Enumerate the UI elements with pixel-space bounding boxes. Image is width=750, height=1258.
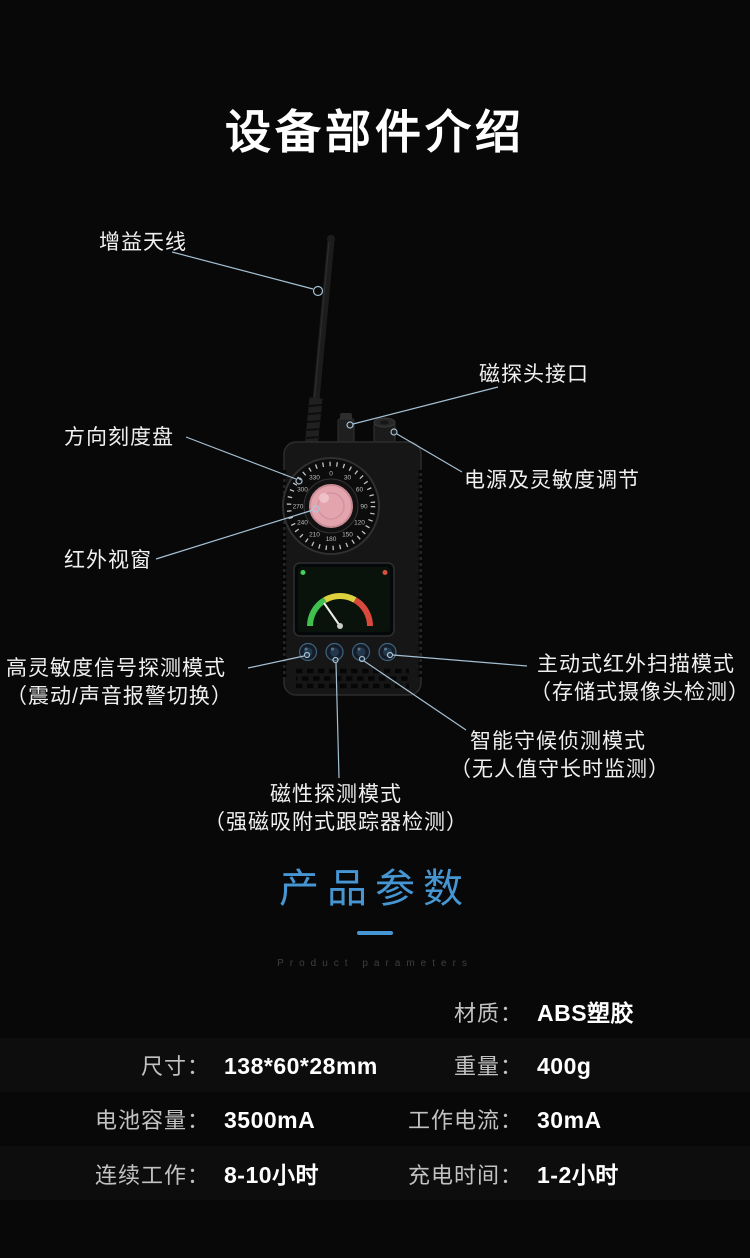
callout-line-magnetic-mode [335, 662, 340, 779]
power-knob [373, 417, 396, 445]
spec-value: 30mA [537, 1107, 602, 1133]
callout-lines [155, 251, 528, 779]
spec-cell-weight: 重量： 400g [375, 1049, 750, 1081]
magnetic-mode-line2: （强磁吸附式跟踪器检测） [204, 811, 468, 834]
gauge-red-arc [353, 597, 374, 627]
dial-number: 330 [309, 475, 320, 482]
spec-cell-material: 材质： ABS塑胶 [375, 994, 750, 1028]
callout-label-ir-scan-mode: 主动式红外扫描模式 （存储式摄像头检测） [530, 651, 750, 707]
screen-green-indicator [300, 570, 306, 575]
callout-marker-antenna [312, 285, 324, 297]
dial-number: 30 [344, 475, 352, 482]
mode-button-1 [298, 642, 318, 662]
mode-button-4 [378, 642, 397, 662]
ir-scan-mode-line1: 主动式红外扫描模式 [537, 653, 735, 676]
callout-label-antenna: 增益天线 [99, 231, 187, 254]
callout-marker-signal-mode [303, 651, 311, 659]
spec-label: 重量： [453, 1054, 523, 1079]
spec-label: 材质： [453, 1001, 523, 1026]
spec-cell-size: 尺寸： 138*60*28mm [0, 1049, 378, 1081]
gauge-green-arc [306, 597, 327, 627]
ir-window [309, 484, 353, 528]
spec-value: 400g [537, 1053, 592, 1079]
spec-cell-worktime: 连续工作： 8-10小时 [0, 1156, 375, 1190]
spec-row-battery-current: 电池容量： 3500mA 工作电流： 30mA [0, 1092, 750, 1146]
spec-row-worktime-charge: 连续工作： 8-10小时 充电时间： 1-2小时 [0, 1146, 750, 1200]
callout-line-signal-mode [247, 655, 305, 669]
callout-line-dial [185, 436, 297, 480]
callout-label-dial: 方向刻度盘 [64, 426, 174, 449]
magnetic-mode-line1: 磁性探测模式 [270, 783, 402, 806]
dial-number: 120 [354, 520, 365, 527]
page-title: 设备部件介绍 [225, 106, 525, 158]
spec-row-size-weight: 尺寸： 138*60*28mm 重量： 400g [0, 1038, 750, 1092]
dial-number: 180 [326, 536, 337, 543]
spec-value: 1-2小时 [537, 1162, 619, 1188]
dial-number: 150 [342, 532, 353, 539]
dial-number: 90 [360, 504, 368, 511]
callout-marker-dial [295, 477, 303, 485]
screen-red-indicator [382, 570, 388, 575]
callout-label-signal-mode: 高灵敏度信号探测模式 （震动/声音报警切换） [6, 655, 233, 711]
detector-device: 0 30 60 90 120 150 180 210 240 270 300 3… [282, 235, 423, 696]
gauge-yellow-arc [323, 593, 357, 603]
spec-value: 138*60*28mm [224, 1053, 378, 1079]
ir-scan-mode-line2: （存储式摄像头检测） [530, 681, 750, 704]
signal-mode-line1: 高灵敏度信号探测模式 [6, 657, 226, 680]
spec-value: ABS塑胶 [537, 1000, 635, 1026]
dial-number: 240 [297, 520, 308, 527]
callout-line-ir-scan-mode [392, 654, 528, 667]
signal-mode-line2: （震动/声音报警切换） [6, 685, 233, 708]
dial-number: 0 [329, 471, 333, 478]
spec-cell-battery: 电池容量： 3500mA [0, 1103, 375, 1135]
callout-label-standby-mode: 智能守候侦测模式 （无人值守长时监测） [450, 728, 670, 784]
spec-label: 尺寸： [140, 1054, 210, 1079]
spec-table: 材质： ABS塑胶 尺寸： 138*60*28mm 重量： 400g 电池容量：… [0, 984, 750, 1200]
callout-label-ir-window: 红外视窗 [64, 549, 152, 572]
dial-number: 300 [297, 487, 308, 494]
params-section-title: 产品参数 [279, 867, 471, 911]
dial-number: 60 [356, 487, 364, 494]
mode-button-3 [351, 642, 371, 662]
dial-number: 210 [309, 532, 320, 539]
params-subtitle: Product parameters [277, 958, 473, 969]
callout-marker-standby-mode [358, 655, 366, 663]
device-illustration: 0 30 60 90 120 150 180 210 240 270 300 3… [155, 235, 528, 779]
spec-cell-current: 工作电流： 30mA [375, 1103, 750, 1135]
callout-label-probe-port: 磁探头接口 [479, 363, 589, 386]
callout-line-power [396, 433, 463, 473]
callout-line-probe-port [352, 386, 499, 425]
spec-label: 电池容量： [94, 1108, 210, 1133]
spec-value: 3500mA [224, 1107, 316, 1133]
callout-marker-power [390, 428, 398, 436]
spec-row-material: 材质： ABS塑胶 [0, 984, 750, 1038]
display-screen [293, 562, 395, 637]
callout-marker-ir-scan-mode [386, 651, 394, 659]
standby-mode-line1: 智能守候侦测模式 [470, 730, 646, 753]
callout-label-magnetic-mode: 磁性探测模式 （强磁吸附式跟踪器检测） [198, 781, 474, 837]
callout-line-antenna [171, 251, 314, 290]
antenna [304, 235, 335, 449]
mode-button-2 [325, 642, 344, 662]
dial-number: 270 [293, 504, 304, 511]
callout-line-standby-mode [363, 660, 467, 731]
spec-value: 8-10小时 [224, 1162, 320, 1188]
callout-label-power: 电源及灵敏度调节 [464, 469, 640, 492]
callout-marker-magnetic-mode [332, 656, 339, 664]
spec-label: 工作电流： [407, 1108, 523, 1133]
gauge-needle [323, 602, 341, 627]
direction-dial: 0 30 60 90 120 150 180 210 240 270 300 3… [282, 457, 380, 555]
callout-line-ir-window [155, 509, 314, 560]
spec-label: 连续工作： [94, 1163, 210, 1188]
spec-cell-chargetime: 充电时间： 1-2小时 [375, 1156, 750, 1190]
spec-label: 充电时间： [407, 1163, 523, 1188]
callout-marker-ir-window [312, 505, 320, 513]
callout-marker-probe-port [346, 421, 354, 429]
standby-mode-line2: （无人值守长时监测） [450, 758, 670, 781]
params-divider [357, 931, 393, 935]
probe-connector [337, 413, 355, 445]
